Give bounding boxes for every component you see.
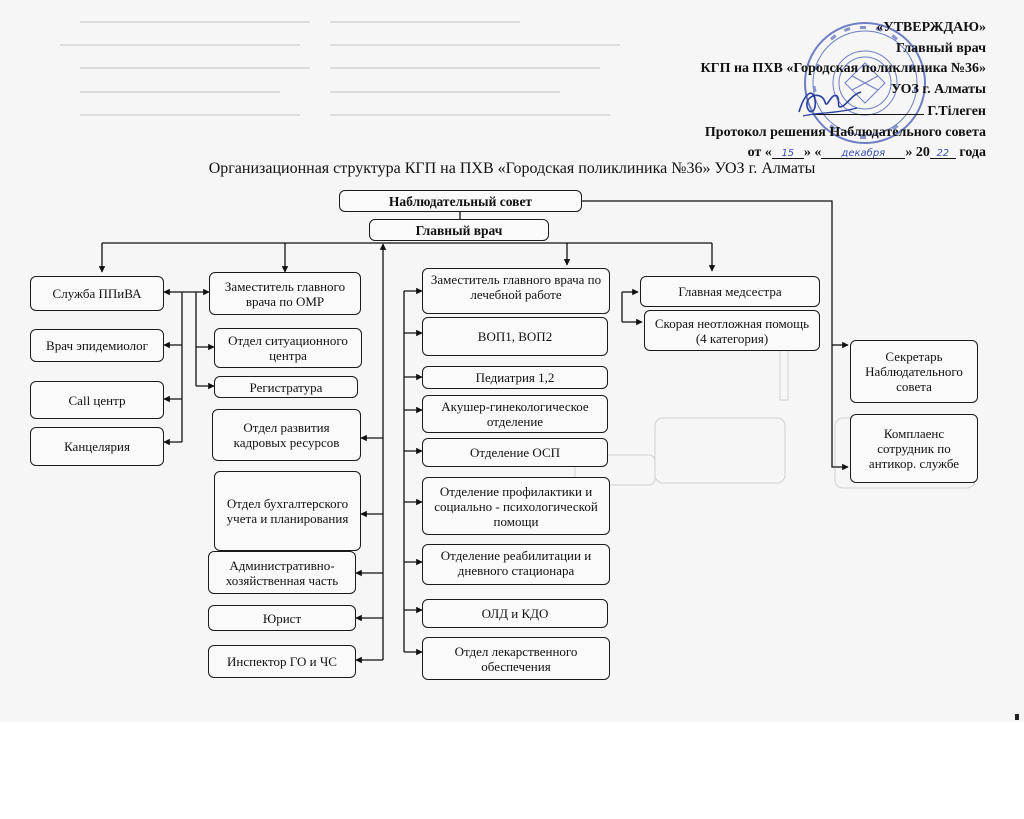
official-stamp [804, 22, 926, 144]
compliance-box: Комплаенс сотрудник по антикор. службе [850, 414, 978, 483]
prevention-box: Отделение профилактики и социально - пси… [422, 477, 610, 535]
obgyn-box: Акушер-гинекологическое отделение [422, 395, 608, 433]
hr-development-box: Отдел развития кадровых ресурсов [212, 409, 361, 461]
approval-signatory: Г.Тілеген [927, 104, 986, 119]
call-center-box: Call центр [30, 381, 164, 419]
head-nurse-box: Главная медсестра [640, 276, 820, 307]
date-mid: » « [803, 145, 822, 160]
approval-protocol: Протокол решения Наблюдательного совета [704, 124, 986, 140]
approval-signature-line: Г.Тілеген [701, 100, 986, 123]
sppiva-box: Служба ППиВА [30, 276, 164, 311]
chief-doctor-box: Главный врач [369, 219, 549, 241]
rehab-box: Отделение реабилитации и дневного стацио… [422, 544, 610, 585]
date-month: декабря [821, 144, 906, 159]
approval-organization: КГП на ПХВ «Городская поликлиника №36» [700, 61, 986, 76]
connector-lines [98, 200, 849, 664]
chancellery-box: Канцелярия [30, 427, 164, 466]
secretary-box: Секретарь Наблюдательного совета [850, 340, 978, 403]
epidemiologist-box: Врач эпидемиолог [30, 329, 164, 362]
pharmacy-box: Отдел лекарственного обеспечения [422, 637, 610, 680]
date-year: 22 [929, 144, 956, 159]
date-suffix: года [955, 145, 986, 160]
deputy-medical-box: Заместитель главного врача по лечебной р… [422, 268, 610, 314]
old-kdo-box: ОЛД и КДО [422, 599, 608, 628]
date-year-prefix: » 20 [905, 145, 930, 160]
signature-blank [811, 100, 924, 115]
pediatrics-box: Педиатрия 1,2 [422, 366, 608, 389]
edge-mark [1015, 714, 1019, 720]
situation-center-box: Отдел ситуационного центра [214, 328, 362, 368]
handwritten-signature [798, 91, 862, 117]
approval-heading: «УТВЕРЖДАЮ» [876, 20, 986, 35]
approval-position: Главный врач [896, 40, 986, 56]
approval-block: «УТВЕРЖДАЮ» Главный врач КГП на ПХВ «Гор… [701, 18, 986, 164]
date-day: 15 [771, 144, 804, 159]
lawyer-box: Юрист [208, 605, 356, 631]
ambulance-box: Скорая неотложная помощь (4 категория) [644, 310, 820, 351]
osp-box: Отделение ОСП [422, 438, 608, 467]
document-title: Организационная структура КГП на ПХВ «Го… [208, 160, 816, 177]
vop-box: ВОП1, ВОП2 [422, 317, 608, 356]
bleed-through-marks [60, 21, 976, 489]
accounting-box: Отдел бухгалтерского учета и планировани… [214, 471, 361, 551]
admin-economic-box: Административно-хозяйственная часть [208, 551, 356, 594]
civil-defense-box: Инспектор ГО и ЧС [208, 645, 356, 678]
registry-box: Регистратура [214, 376, 358, 398]
date-prefix: от « [747, 145, 772, 160]
deputy-omr-box: Заместитель главного врача по ОМР [209, 272, 361, 315]
approval-city: УОЗ г. Алматы [891, 81, 986, 97]
supervisory-board-box: Наблюдательный совет [339, 190, 582, 212]
